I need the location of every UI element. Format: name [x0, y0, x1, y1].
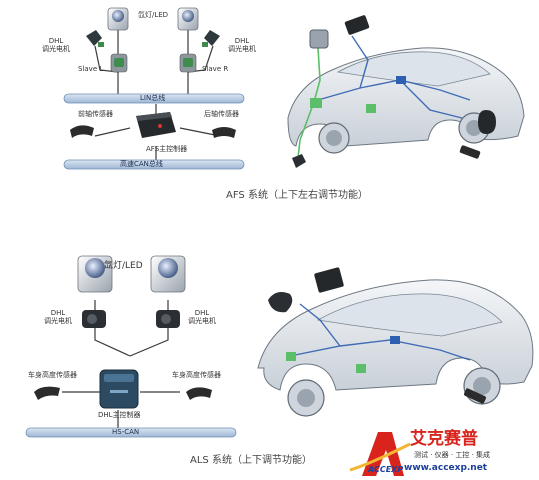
afs-sensor-left-icon: [70, 125, 94, 138]
afs-slave-left-icon: [110, 53, 128, 73]
als-sensor-left-icon: [34, 386, 60, 400]
afs-motor-right-label: DHL 调光电机: [228, 37, 256, 53]
als-sensor-right-label: 车身高度传感器: [172, 371, 221, 379]
afs-can-bus: [63, 159, 245, 170]
afs-sensor-right-icon: [212, 127, 236, 138]
als-sensor-right-icon: [186, 387, 212, 400]
afs-motor-right-icon: [202, 30, 220, 47]
als-headlamp-right-icon: [150, 255, 186, 293]
afs-motor-left-label: DHL 调光电机: [42, 37, 70, 53]
als-sensor-left-label: 车身高度传感器: [28, 371, 77, 379]
afs-controller-label: AFS主控制器: [146, 145, 188, 153]
afs-controller-icon: [136, 112, 176, 138]
als-headlamp-left-icon: [77, 255, 113, 293]
accexp-logo: ACCEXP: [349, 432, 411, 476]
als-schematic: [25, 255, 237, 438]
afs-car-illustration: [287, 15, 525, 168]
svg-text:ACCEXP: ACCEXP: [367, 465, 403, 474]
als-motor-left-label: DHL 调光电机: [44, 309, 72, 325]
afs-headlamp-left-icon: [107, 7, 129, 31]
als-can-bus: [25, 427, 237, 438]
afs-slave-right-icon: [179, 53, 197, 73]
als-controller-label: DHL主控制器: [98, 411, 141, 419]
als-can-bus-label: HS-CAN: [112, 428, 140, 436]
afs-can-bus-label: 高速CAN总线: [120, 160, 163, 168]
logo-url: www.accexp.net: [404, 463, 488, 473]
afs-headlamp-label: 氙灯/LED: [138, 11, 169, 19]
afs-lin-bus-label: LIN总线: [140, 94, 166, 102]
afs-slave-left-label: Slave L: [78, 65, 104, 73]
als-motor-left-icon: [82, 310, 106, 328]
afs-slave-right-label: Slave R: [202, 65, 229, 73]
als-car-illustration: [257, 267, 534, 417]
afs-headlamp-right-icon: [177, 7, 199, 31]
afs-lin-bus: [63, 93, 245, 104]
afs-sensor-right-label: 后轴传感器: [204, 110, 239, 118]
als-motor-right-icon: [156, 310, 180, 328]
afs-caption: AFS 系统（上下左右调节功能）: [226, 190, 368, 201]
als-caption: ALS 系统（上下调节功能）: [190, 455, 312, 466]
logo-brand-name: 艾克赛普: [410, 429, 478, 449]
afs-sensor-left-label: 前轴传感器: [78, 110, 113, 118]
afs-motor-left-icon: [86, 30, 104, 47]
als-headlamp-label: 氙灯/LED: [104, 261, 143, 271]
als-controller-icon: [99, 369, 139, 409]
afs-schematic: [63, 7, 245, 170]
logo-tagline: 测试 · 仪器 · 工控 · 集成: [414, 451, 491, 459]
als-motor-right-label: DHL 调光电机: [188, 309, 216, 325]
